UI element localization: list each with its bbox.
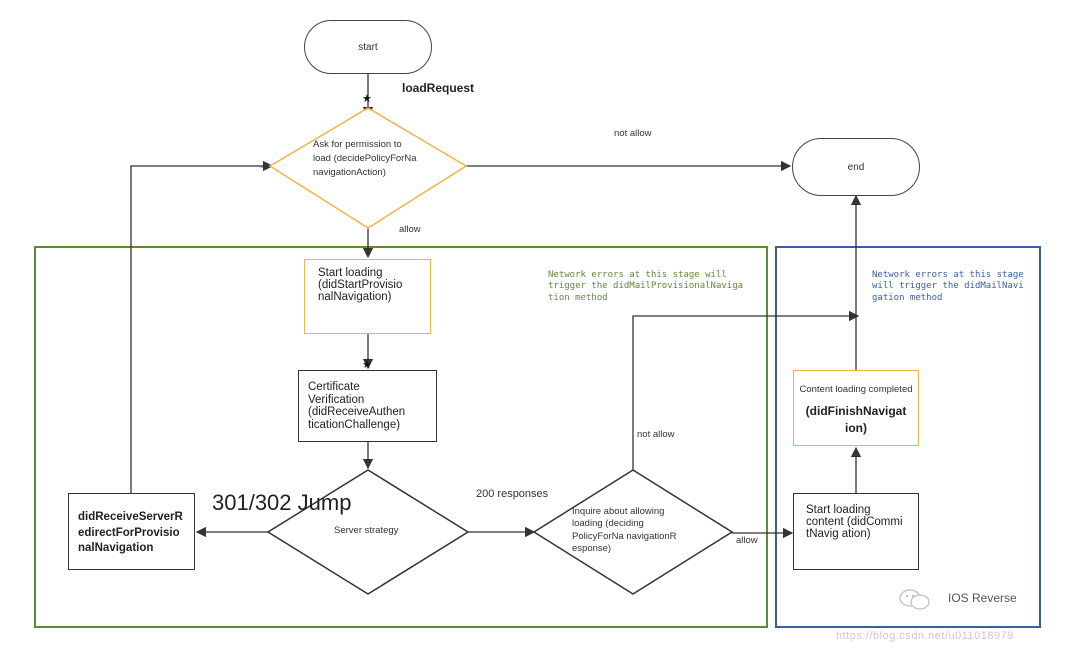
- star-marker-mid: ★: [362, 359, 372, 371]
- source-watermark: https://blog.csdn.net/u011018979: [836, 630, 1014, 642]
- start-loading-content-node: Start loading content (didCommi tNavig a…: [793, 493, 919, 570]
- label-200-responses: 200 responses: [476, 488, 549, 500]
- server-strategy-diamond: [266, 469, 470, 595]
- commit-stage-region: [775, 246, 1041, 628]
- edge-inquire-to-end-path: [632, 310, 860, 470]
- content-completed-node: Content loading completed (didFinishNavi…: [793, 370, 919, 446]
- wechat-logo-icon: [898, 588, 932, 612]
- server-strategy-label: Server strategy: [334, 525, 399, 536]
- permission-diamond: [268, 107, 468, 229]
- ask-permission-label: Ask for permission to load (decidePolicy…: [313, 139, 417, 178]
- inquire-diamond: [532, 469, 734, 595]
- label-allow-right: allow: [736, 535, 758, 546]
- provisional-error-note: Network errors at this stage will trigge…: [548, 270, 744, 303]
- edge-redirect-to-permission: [130, 160, 274, 493]
- brand-label: IOS Reverse: [948, 591, 1017, 605]
- provisional-stage-region: [34, 246, 768, 628]
- end-label: end: [847, 161, 865, 173]
- certificate-verification-node: Certificate Verification (didReceiveAuth…: [298, 370, 437, 442]
- label-not-allow-mid: not allow: [637, 429, 675, 440]
- label-301-302-jump: 301/302 Jump: [212, 490, 352, 515]
- inquire-label: Inquire about allowing loading (deciding…: [572, 506, 677, 555]
- end-node: end: [792, 138, 920, 196]
- label-not-allow-top: not allow: [614, 128, 652, 139]
- start-loading-node: Start loading (didStartProvisio nalNavig…: [304, 259, 431, 334]
- load-request-label: loadRequest: [402, 81, 475, 95]
- label-allow-top: allow: [399, 224, 421, 235]
- arrow-left-marker: →: [258, 158, 270, 172]
- navigation-error-note: Network errors at this stage will trigge…: [872, 270, 1024, 303]
- start-label: start: [358, 41, 378, 53]
- start-node: start: [304, 20, 432, 74]
- star-marker-top: ★: [362, 93, 372, 105]
- redirect-node: didReceiveServerR edirectForProvisio nal…: [68, 493, 195, 570]
